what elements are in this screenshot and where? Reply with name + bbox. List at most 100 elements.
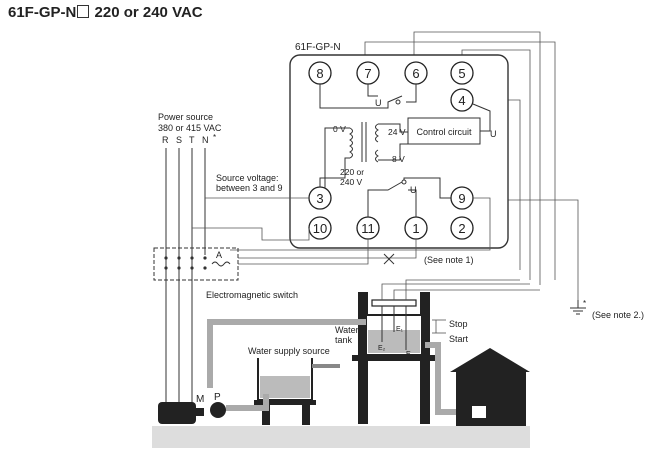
svg-text:9: 9	[458, 191, 465, 206]
wire-1-to-switch	[238, 239, 417, 259]
primary-wire-b	[319, 157, 350, 187]
control-circuit-box	[407, 117, 481, 145]
svg-text:8: 8	[316, 66, 323, 81]
terminal-4: 4	[450, 88, 474, 112]
electrode-e1-label: E₁	[396, 326, 404, 333]
suffix-placeholder-box	[77, 5, 90, 18]
relay-u-bottom-contacts	[367, 181, 403, 217]
motor	[158, 402, 204, 424]
tank-water	[368, 330, 420, 353]
start-level-label: Start	[449, 334, 469, 344]
pump	[210, 402, 226, 418]
svg-text:5: 5	[458, 66, 465, 81]
level-markers	[432, 319, 446, 334]
terminal-7: 7	[356, 61, 380, 85]
svg-text:7: 7	[364, 66, 371, 81]
power-source-label: Power source	[158, 112, 213, 122]
cross-mark	[383, 253, 395, 265]
relay-u-bottom-to-9	[403, 177, 451, 199]
electromagnetic-switch-label: Electromagnetic switch	[206, 290, 298, 300]
stop-level-label: Stop	[449, 319, 468, 329]
diagram-title: 61F-GP-N 220 or 240 VAC	[8, 4, 203, 21]
note-2-label: (See note 2.)	[592, 310, 644, 320]
control-circuit-label: Control circuit	[416, 127, 472, 137]
relay-u-top-wire	[367, 84, 378, 97]
transformer-24v-label: 24 V	[388, 127, 406, 137]
terminal-3: 3	[308, 186, 332, 210]
house-icon	[450, 348, 530, 426]
phase-n-label: N	[202, 135, 209, 145]
wire-11-to-switch	[238, 239, 369, 265]
motor-label: M	[196, 394, 204, 405]
switch-contacts	[164, 256, 207, 270]
water-tank-label: Water	[335, 325, 359, 335]
wire-6-to-electrode	[413, 31, 541, 285]
wire-9-to-switch	[230, 197, 491, 251]
transformer-240-label: 240 V	[340, 177, 363, 187]
wire-5-to-electrode	[364, 41, 556, 280]
terminal-8: 8	[308, 61, 332, 85]
source-voltage-terminals: between 3 and 9	[216, 183, 283, 193]
electrode-wire-2	[393, 289, 540, 300]
relay-u-top-contacts	[319, 84, 403, 109]
secondary-wire	[378, 123, 408, 133]
switch-coil-label: A	[216, 250, 222, 260]
electrode-wire-3	[405, 279, 520, 300]
wire-4-to-electrode	[461, 49, 531, 280]
switch-coil	[211, 261, 231, 267]
phase-lines	[165, 148, 206, 410]
relay-u-right-label: U	[490, 129, 497, 139]
electrode-e3-label: E₃	[406, 351, 414, 358]
voltage-rating: 220 or 240 VAC	[94, 4, 203, 21]
phase-r-label: R	[162, 135, 169, 145]
svg-text:11: 11	[361, 221, 375, 236]
pipe-to-tank	[207, 319, 366, 388]
pipe-from-supply	[226, 394, 269, 411]
supply-tank	[254, 358, 316, 425]
transformer-8v-label: 8 V	[392, 154, 405, 164]
terminal-9: 9	[450, 186, 474, 210]
terminal-6: 6	[404, 61, 428, 85]
phase-t-label: T	[189, 135, 195, 145]
model-name: 61F-GP-N	[8, 4, 77, 21]
transformer	[349, 122, 379, 163]
svg-text:4: 4	[458, 93, 465, 108]
source-voltage-label: Source voltage:	[216, 173, 279, 183]
electrode-e2-label: E₂	[378, 345, 386, 352]
svg-text:10: 10	[313, 221, 327, 236]
electrode-wires	[381, 283, 530, 300]
ground-asterisk: *	[583, 299, 586, 308]
terminal-11: 11	[356, 216, 380, 240]
wire-t-to-10	[192, 227, 310, 241]
primary-wire-a	[324, 127, 350, 188]
power-asterisk: *	[213, 133, 216, 142]
svg-text:2: 2	[458, 221, 465, 236]
ground-slab	[152, 426, 530, 448]
relay-contact-node	[395, 99, 401, 105]
svg-text:3: 3	[316, 191, 323, 206]
relay-bottom-node	[401, 179, 407, 185]
relay-u-bottom-common	[408, 189, 417, 217]
terminal-10: 10	[308, 216, 332, 240]
wire-2-to-ground	[500, 199, 579, 300]
controller-label: 61F-GP-N	[295, 42, 341, 53]
water-supply-label: Water supply source	[248, 346, 330, 356]
control-to-4	[472, 103, 491, 132]
terminal-5: 5	[450, 61, 474, 85]
water-tank-stand	[352, 292, 436, 424]
pipe-out	[425, 342, 470, 415]
water-tank-label-2: tank	[335, 335, 353, 345]
note-1-label: (See note 1)	[424, 255, 474, 265]
electrode-holder	[371, 299, 417, 350]
ground-icon	[570, 300, 586, 315]
power-source-voltage: 380 or 415 VAC	[158, 123, 222, 133]
terminal-1: 1	[404, 216, 428, 240]
electromagnetic-switch-box	[153, 247, 239, 281]
pump-label: P	[214, 392, 221, 403]
secondary-wire-8v	[378, 143, 408, 161]
svg-text:6: 6	[412, 66, 419, 81]
relay-u-bottom-label: U	[410, 185, 417, 195]
relay-u-top-common	[406, 84, 417, 103]
terminal-2: 2	[450, 216, 474, 240]
